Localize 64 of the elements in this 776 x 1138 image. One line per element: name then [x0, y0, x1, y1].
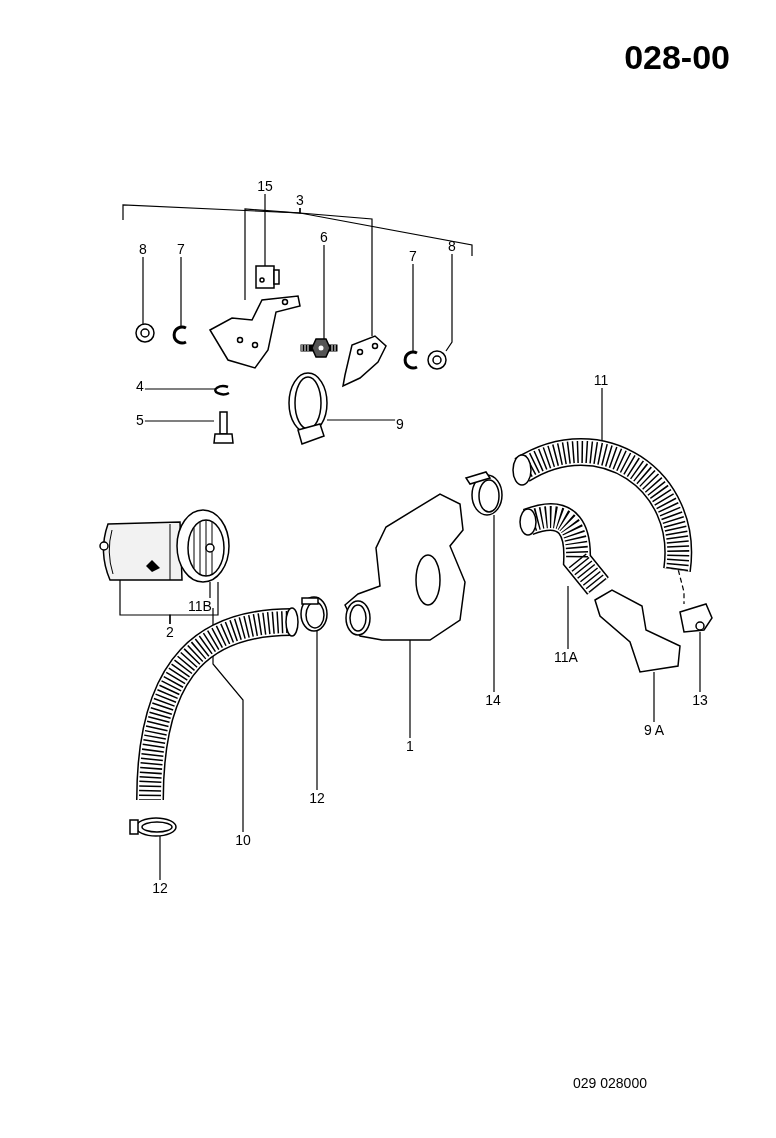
hose-clamp-drawing	[300, 596, 328, 632]
leader-line	[244, 207, 301, 301]
callout-number: 9	[396, 417, 404, 431]
leader-line	[567, 585, 569, 650]
callout-number: 4	[136, 379, 144, 393]
leader-line	[316, 630, 318, 791]
blower-motor-drawing	[99, 521, 183, 581]
drawing-number: 029 028000	[573, 1076, 647, 1090]
leader-line	[409, 639, 411, 739]
callout-number: 8	[139, 242, 147, 256]
callout-number: 12	[309, 791, 325, 805]
leader-line	[159, 835, 161, 881]
fan-wheel-drawing	[176, 509, 230, 583]
leader-line	[119, 579, 171, 625]
callout-number: 12	[152, 881, 168, 895]
callout-number: 10	[235, 833, 251, 847]
mounting-plate-drawing	[342, 335, 387, 388]
nut-drawing	[427, 350, 447, 370]
callout-number: 11A	[554, 650, 578, 664]
leader-line	[144, 388, 216, 390]
leader-line	[180, 256, 182, 328]
callout-number: 15	[257, 179, 273, 193]
leader-line	[264, 193, 266, 267]
callout-number: 1	[406, 739, 414, 753]
page-number: 028-00	[624, 38, 730, 77]
leader-line	[493, 514, 495, 693]
callout-number: 8	[448, 239, 456, 253]
callout-number: 6	[320, 230, 328, 244]
leader-line	[326, 419, 396, 421]
callout-number: 11	[593, 373, 609, 387]
callout-number: 7	[409, 249, 417, 263]
callout-number: 9 A	[643, 723, 665, 737]
leader-line	[142, 256, 144, 325]
leader-line	[323, 244, 325, 340]
callout-number: 5	[136, 413, 144, 427]
corrugated-hose-drawing	[512, 437, 693, 571]
leader-line	[699, 631, 701, 693]
callout-number: 14	[485, 693, 501, 707]
leader-line	[412, 263, 414, 353]
nozzle-drawing	[679, 603, 713, 633]
washer-drawing	[214, 385, 230, 396]
clip-drawing	[403, 350, 418, 370]
hose-clamp-drawing	[129, 817, 177, 837]
air-duct-drawing	[594, 589, 681, 673]
leader-line	[209, 581, 211, 599]
blower-housing-drawing	[344, 493, 466, 641]
leader-line	[144, 420, 215, 422]
leader-line	[445, 253, 453, 352]
dashed-line	[677, 569, 685, 605]
callout-number: 7	[177, 242, 185, 256]
hose-clamp-drawing	[464, 471, 503, 516]
bolt-drawing	[213, 411, 234, 444]
leader-line	[653, 671, 655, 723]
callout-number: 3	[296, 193, 304, 207]
clip-drawing	[172, 325, 187, 345]
leader-line	[212, 607, 244, 833]
mounting-bracket-drawing	[208, 295, 301, 369]
hose-clamp-drawing	[288, 372, 328, 445]
stud-drawing	[300, 338, 338, 358]
corrugated-hose-drawing	[519, 503, 609, 595]
callout-number: 11B	[188, 599, 212, 613]
callout-number: 13	[692, 693, 708, 707]
nut-drawing	[135, 323, 155, 343]
relay-drawing	[255, 265, 280, 289]
